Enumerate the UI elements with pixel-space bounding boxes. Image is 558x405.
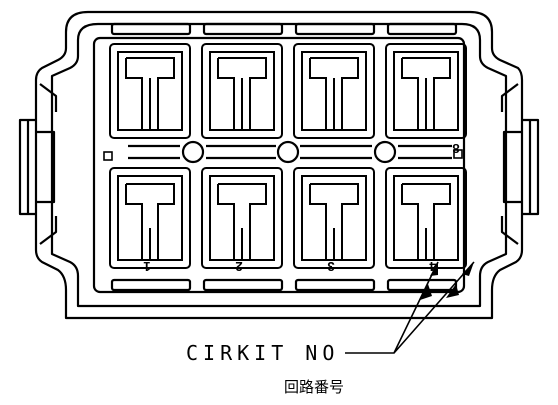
bottom-slot <box>386 278 458 292</box>
bottom-slot <box>294 278 376 292</box>
right-latch <box>502 118 540 216</box>
callout-leader <box>345 261 475 354</box>
cavity-top-3 <box>293 43 375 139</box>
callout-arrow <box>462 262 474 276</box>
cavity-number-4: 4 <box>429 259 437 274</box>
callout-arrow <box>420 284 432 300</box>
corner-number-8: 8 <box>452 141 459 156</box>
callout-label: CIRKIT NO <box>186 341 339 365</box>
cavity-top-2 <box>201 43 283 139</box>
callout-label-japanese: 回路番号 <box>284 378 344 396</box>
cavity-bottom-4 <box>385 167 467 269</box>
top-slot <box>386 22 458 36</box>
housing-outline <box>34 10 524 320</box>
divider-hole <box>373 140 397 164</box>
center-divider <box>128 144 452 160</box>
cavity-bottom-1 <box>109 167 191 269</box>
housing-inner-outline <box>50 22 508 308</box>
left-latch <box>18 118 56 216</box>
cavity-number-3: 3 <box>327 259 334 274</box>
right-latch-detail <box>500 83 519 245</box>
left-latch-detail <box>39 83 58 245</box>
detail-square <box>453 149 463 159</box>
cavity-bottom-2 <box>201 167 283 269</box>
top-slot <box>294 22 376 36</box>
cavity-top-1 <box>109 43 191 139</box>
detail-square <box>103 151 113 161</box>
callout-arrow <box>446 284 459 298</box>
cavity-number-2: 2 <box>235 259 242 274</box>
callout-arrow <box>430 262 438 276</box>
bottom-slot <box>202 278 284 292</box>
top-slot <box>110 22 192 36</box>
cavity-top-4 <box>385 43 467 139</box>
divider-hole <box>276 140 300 164</box>
bottom-slot <box>110 278 192 292</box>
cavity-bottom-3 <box>293 167 375 269</box>
cavity-number-1: 1 <box>143 259 150 274</box>
top-slot <box>202 22 284 36</box>
divider-hole <box>181 140 205 164</box>
cavity-frame <box>92 36 466 294</box>
